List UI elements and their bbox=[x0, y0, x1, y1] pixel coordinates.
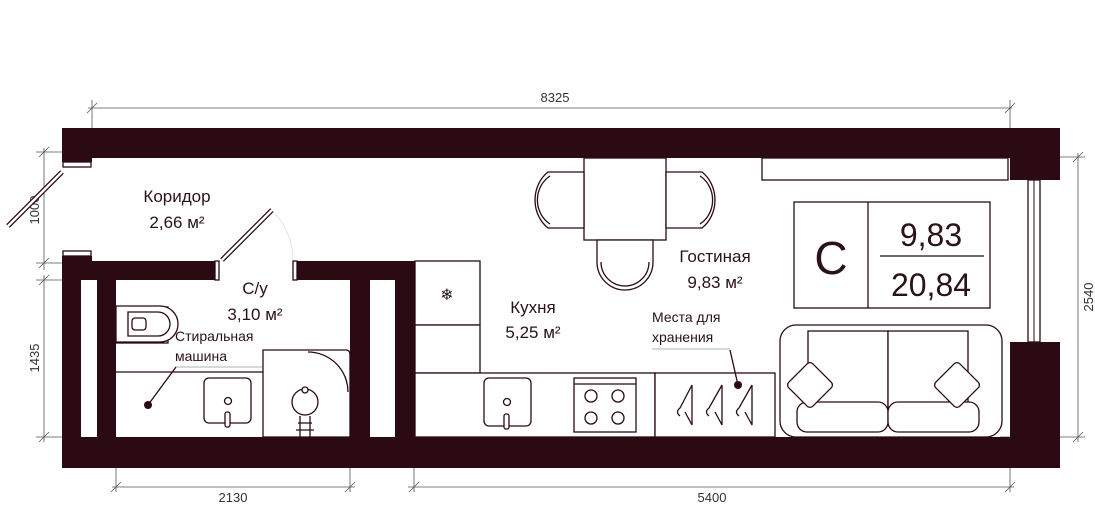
dimension-right: 2540 bbox=[1000, 151, 1095, 443]
bathroom-name: С/у bbox=[242, 279, 268, 298]
window bbox=[1027, 179, 1041, 343]
living-name: Гостиная bbox=[679, 247, 750, 266]
toilet bbox=[115, 305, 179, 344]
washer-label-2: машина bbox=[175, 348, 227, 364]
dining-table bbox=[534, 157, 716, 291]
storage-rack bbox=[652, 348, 776, 438]
sofa bbox=[779, 324, 1003, 438]
kitchen-sink bbox=[483, 377, 532, 430]
dim-height-right: 2540 bbox=[1081, 283, 1095, 312]
apartment-legend: С 9,83 20,84 bbox=[793, 201, 991, 309]
chair-bottom bbox=[596, 239, 654, 291]
entrance-door[interactable] bbox=[6, 170, 64, 228]
legend-total-area: 20,84 bbox=[891, 267, 971, 303]
dim-total-length: 8325 bbox=[541, 90, 570, 105]
apartment-type: С bbox=[814, 232, 847, 284]
bathroom-door[interactable] bbox=[220, 208, 294, 262]
bathroom-sink bbox=[203, 377, 252, 428]
kitchen-cabinet bbox=[414, 324, 481, 374]
living-area: 9,83 м² bbox=[687, 273, 742, 292]
kitchen-area: 5,25 м² bbox=[505, 323, 560, 342]
washing-machine bbox=[262, 349, 351, 438]
legend-living-area: 9,83 bbox=[900, 217, 962, 253]
dimension-bottom: 2130 5400 bbox=[110, 468, 1016, 505]
dimension-left: 1000 1435 bbox=[27, 146, 62, 443]
corridor-area: 2,66 м² bbox=[149, 213, 204, 232]
dim-kitchen-length: 5400 bbox=[698, 490, 727, 505]
chair-left bbox=[534, 171, 585, 229]
wall-shelf bbox=[761, 157, 1009, 181]
dim-bath-length: 2130 bbox=[219, 490, 248, 505]
kitchen-name: Кухня bbox=[510, 298, 556, 317]
washer-label-1: Стиральная bbox=[175, 328, 253, 344]
chair-right bbox=[665, 171, 716, 229]
bathroom-area: 3,10 м² bbox=[227, 305, 282, 324]
storage-label-1: Места для bbox=[652, 309, 720, 325]
stove bbox=[573, 377, 637, 433]
washer-leader bbox=[147, 366, 177, 406]
snowflake-icon: ❄ bbox=[440, 287, 453, 304]
dimension-top: 8325 bbox=[86, 90, 1016, 128]
walls bbox=[62, 128, 1060, 468]
dim-bath-height: 1435 bbox=[27, 344, 42, 373]
storage-label-2: хранения bbox=[652, 329, 713, 345]
corridor-name: Коридор bbox=[143, 187, 210, 206]
fridge: ❄ bbox=[414, 260, 481, 326]
